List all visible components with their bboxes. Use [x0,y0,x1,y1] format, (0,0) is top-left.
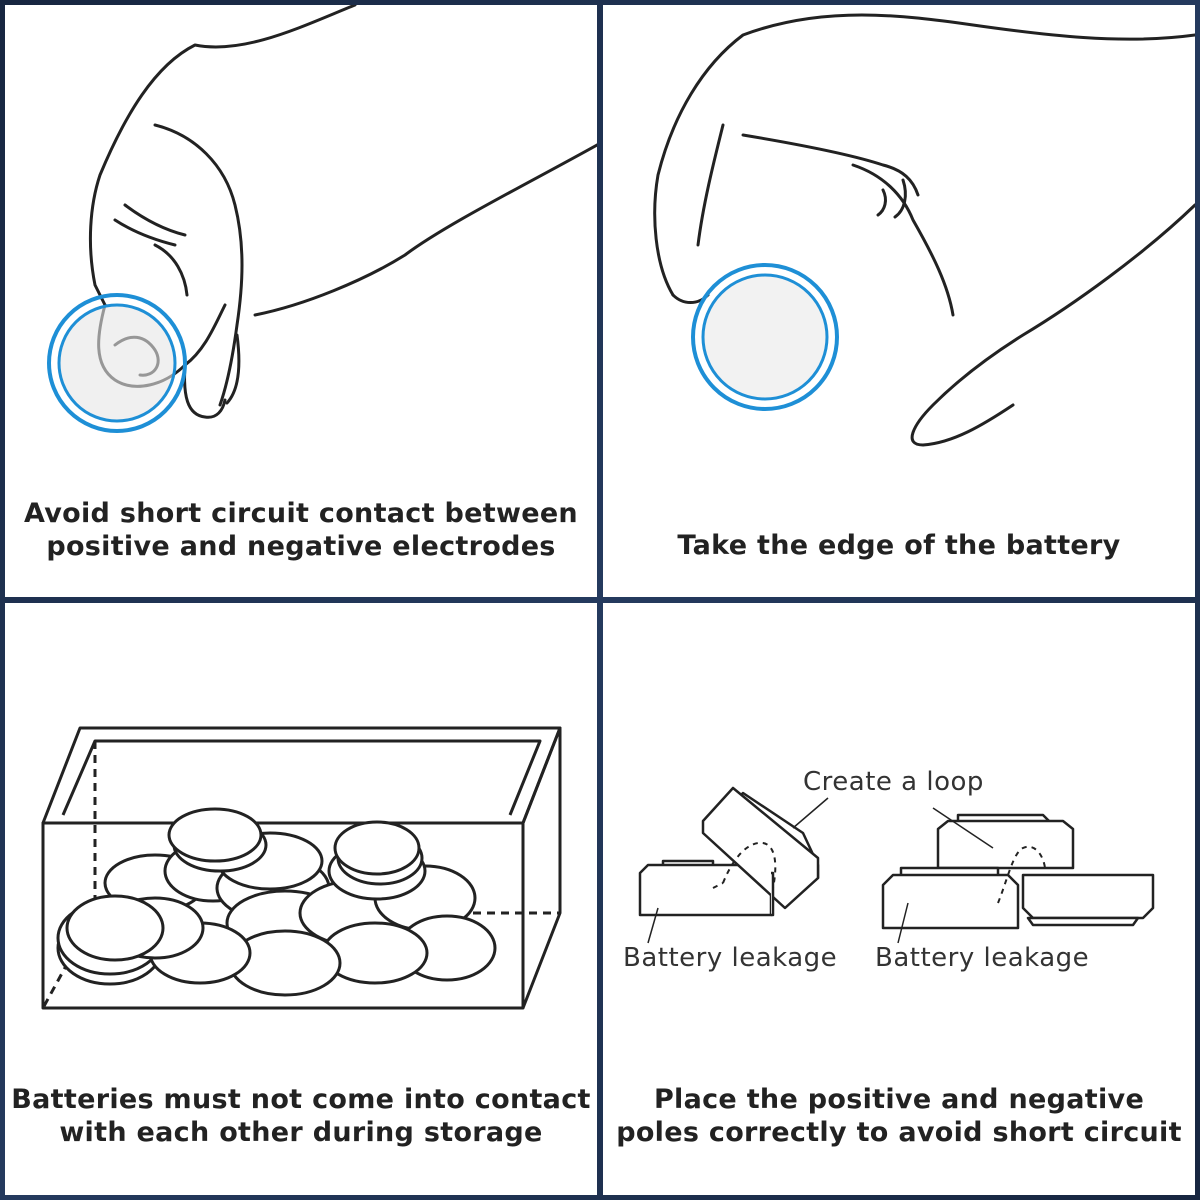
caption: Take the edge of the battery [677,530,1121,561]
battery-icon [47,293,187,433]
panel-take-edge: Take the edge of the battery [603,5,1195,597]
hand-holding-battery-face-icon [47,5,597,433]
panel-storage: Batteries must not come into contact wit… [5,603,597,1195]
storage-box-icon [41,726,562,1010]
panel-place-poles: Create a loop Battery leakage Battery le… [603,603,1195,1195]
caption: Place the positive and negative poles co… [616,1084,1182,1148]
label-battery-leakage-left: Battery leakage [623,943,838,973]
panel-avoid-short-circuit: Avoid short circuit contact between posi… [5,5,597,597]
label-battery-leakage-right: Battery leakage [875,943,1090,973]
battery-loop-diagram-icon [638,786,1155,944]
label-create-loop: Create a loop [803,767,984,797]
coin-batteries [56,807,497,997]
caption: Batteries must not come into contact wit… [11,1084,591,1148]
hand-pinching-battery-edge-icon [653,13,1195,447]
caption: Avoid short circuit contact between posi… [24,498,578,562]
battery-icon [691,263,839,411]
